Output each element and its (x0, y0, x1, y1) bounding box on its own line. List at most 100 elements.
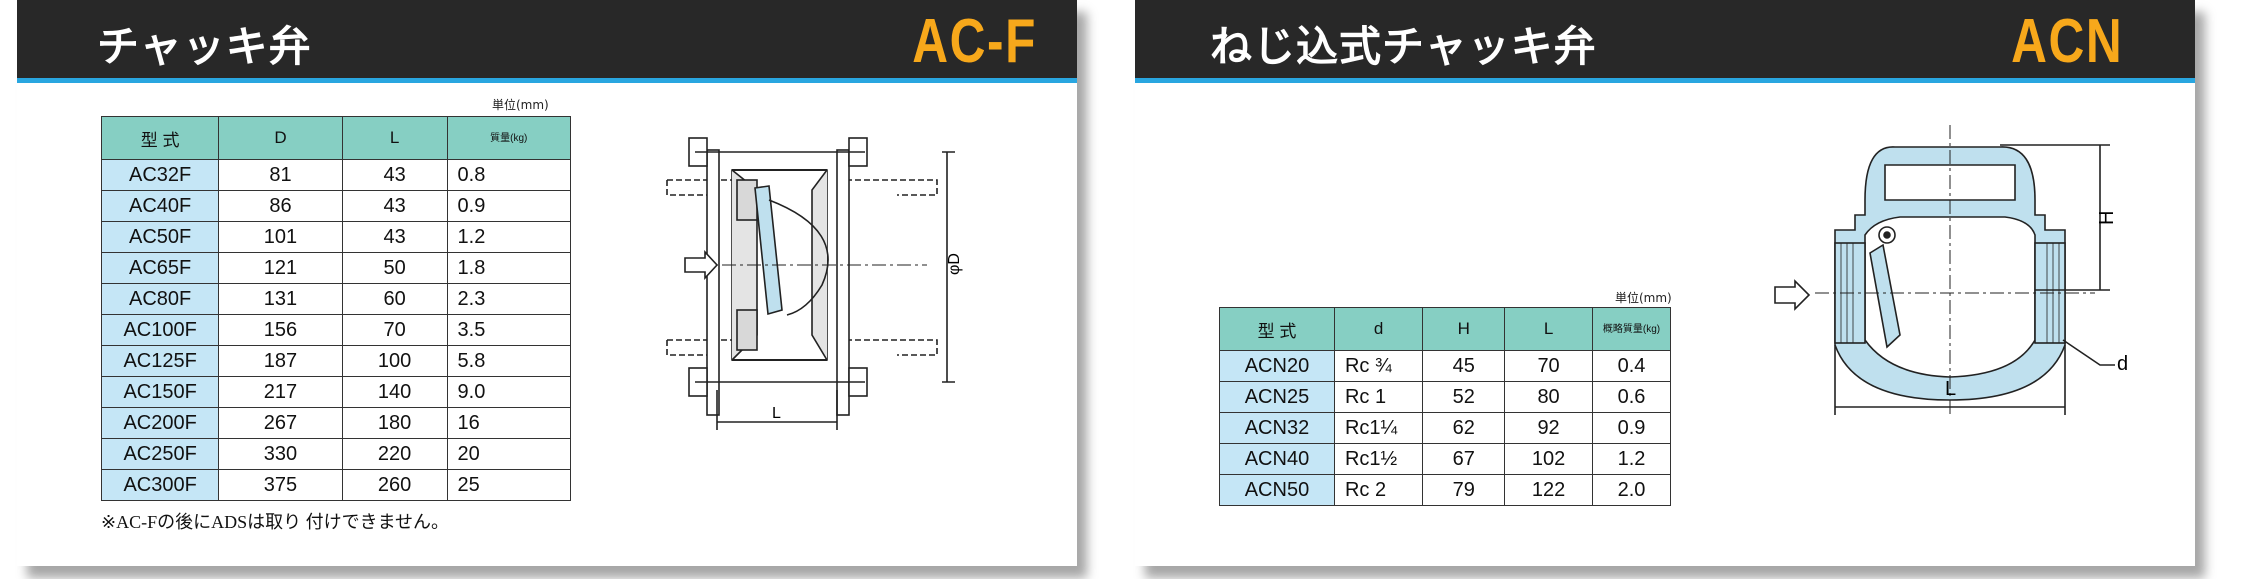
value-cell: 102 (1504, 443, 1593, 475)
value-cell: 131 (218, 283, 343, 315)
length-label: L (772, 405, 781, 422)
value-cell: 187 (218, 345, 343, 377)
value-cell: 43 (341, 159, 448, 191)
model-cell: AC40F (100, 190, 220, 222)
model-cell: ACN25 (1219, 381, 1335, 413)
model-cell: AC32F (100, 159, 220, 191)
value-cell: 100 (341, 345, 448, 377)
value-cell: 3.5 (446, 314, 572, 346)
model-cell: AC150F (100, 376, 220, 408)
table-header-row: 型 式 D L 質量(kg) (100, 116, 572, 160)
header-l: L (1504, 307, 1593, 351)
value-cell: Rc 2 (1333, 474, 1424, 506)
value-cell: 180 (341, 407, 448, 439)
card-title: チャッキ弁 (97, 22, 312, 71)
model-cell: AC50F (100, 221, 220, 253)
header-mass: 質量(kg) (446, 116, 572, 160)
model-cell: ACN20 (1219, 350, 1335, 382)
model-cell: AC250F (100, 438, 220, 470)
value-cell: 220 (341, 438, 448, 470)
value-cell: 2.3 (446, 283, 572, 315)
value-cell: 0.9 (446, 190, 572, 222)
model-cell: AC300F (100, 469, 220, 501)
value-cell: 52 (1422, 381, 1506, 413)
value-cell: Rc1½ (1333, 443, 1424, 475)
model-cell: AC200F (100, 407, 220, 439)
header-l: L (341, 116, 448, 160)
header-h: H (1422, 307, 1506, 351)
header-model: 型 式 (1219, 307, 1335, 351)
header-mass: 概略質量(kg) (1592, 307, 1671, 351)
value-cell: 92 (1504, 412, 1593, 444)
thread-label: d (2117, 353, 2128, 375)
value-cell: 50 (341, 252, 448, 284)
value-cell: 5.8 (446, 345, 572, 377)
value-cell: Rc1¼ (1333, 412, 1424, 444)
value-cell: 60 (341, 283, 448, 315)
model-cell: ACN50 (1219, 474, 1335, 506)
footnote: ※AC-Fの後にADSは取り 付けできません。 (101, 512, 450, 532)
value-cell: 70 (1504, 350, 1593, 382)
value-cell: 67 (1422, 443, 1506, 475)
value-cell: 81 (218, 159, 343, 191)
value-cell: 121 (218, 252, 343, 284)
unit-label: 単位(mm) (492, 98, 549, 112)
unit-label: 単位(mm) (1615, 291, 1672, 305)
value-cell: 70 (341, 314, 448, 346)
model-cell: AC100F (100, 314, 220, 346)
length-label: L (1945, 378, 1956, 400)
value-cell: 79 (1422, 474, 1506, 506)
value-cell: 43 (341, 221, 448, 253)
value-cell: 62 (1422, 412, 1506, 444)
model-cell: ACN40 (1219, 443, 1335, 475)
value-cell: 80 (1504, 381, 1593, 413)
model-cell: AC125F (100, 345, 220, 377)
model-cell: AC65F (100, 252, 220, 284)
value-cell: 0.8 (446, 159, 572, 191)
value-cell: 20 (446, 438, 572, 470)
header-d: D (218, 116, 343, 160)
card-header: チャッキ弁 AC-F (17, 0, 1077, 78)
value-cell: Rc 1 (1333, 381, 1424, 413)
header-accent-line (17, 78, 1077, 83)
table-header-row: 型 式 d H L 概略質量(kg) (1219, 307, 1671, 351)
model-cell: AC80F (100, 283, 220, 315)
value-cell: 156 (218, 314, 343, 346)
value-cell: 1.8 (446, 252, 572, 284)
acn-valve-diagram: H L d (1774, 125, 2128, 415)
value-cell: 101 (218, 221, 343, 253)
header-model: 型 式 (100, 116, 220, 160)
value-cell: 0.6 (1592, 381, 1671, 413)
value-cell: 2.0 (1592, 474, 1671, 506)
acn-card: ねじ込式チャッキ弁 ACN 単位(mm) 型 式 d H L 概略質量(kg) … (1135, 0, 2195, 566)
value-cell: 45 (1422, 350, 1506, 382)
value-cell: 43 (341, 190, 448, 222)
value-cell: 0.9 (1592, 412, 1671, 444)
ac-f-valve-diagram: φD L (666, 137, 963, 430)
value-cell: 122 (1504, 474, 1593, 506)
value-cell: 9.0 (446, 376, 572, 408)
header-thread: d (1333, 307, 1424, 351)
value-cell: 1.2 (1592, 443, 1671, 475)
card-header: ねじ込式チャッキ弁 ACN (1135, 0, 2195, 78)
value-cell: 217 (218, 376, 343, 408)
height-label: H (2096, 211, 2118, 225)
value-cell: 0.4 (1592, 350, 1671, 382)
value-cell: 330 (218, 438, 343, 470)
value-cell: 86 (218, 190, 343, 222)
diameter-label: φD (946, 253, 963, 275)
